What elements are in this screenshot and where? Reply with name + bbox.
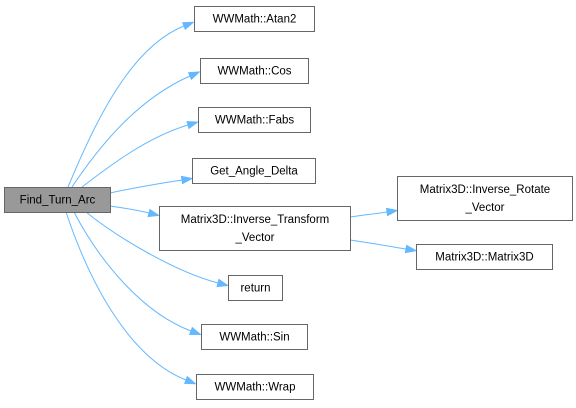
edge-arrowhead — [186, 121, 200, 130]
edge-line — [81, 124, 189, 188]
node-box — [159, 206, 351, 251]
edge-find-turn-arc-to-sin — [73, 211, 202, 336]
node-label: _Vector — [465, 202, 505, 214]
node-box — [194, 6, 315, 32]
node-matrix3d[interactable]: Matrix3D::Matrix3D — [416, 244, 553, 270]
node-box — [228, 275, 283, 301]
node-label: WWMath::Wrap — [215, 382, 296, 394]
node-box — [4, 187, 111, 213]
node-box — [198, 107, 311, 133]
edge-arrowhead — [385, 207, 399, 217]
node-sin[interactable]: WWMath::Sin — [201, 324, 308, 350]
edge-inverse-transform-vector-to-matrix3d — [349, 239, 418, 254]
node-box — [192, 158, 316, 184]
node-label: Matrix3D::Matrix3D — [435, 252, 533, 264]
node-wrap[interactable]: WWMath::Wrap — [196, 374, 314, 400]
edge-find-turn-arc-to-inverse-transform-vector — [109, 205, 161, 218]
node-label: WWMath::Cos — [217, 66, 291, 78]
node-label: Get_Angle_Delta — [210, 166, 298, 178]
edge-arrowhead — [404, 244, 418, 254]
edge-line — [67, 25, 185, 188]
node-label: Matrix3D::Inverse_Transform — [181, 214, 329, 226]
edge-find-turn-arc-to-fabs — [81, 121, 200, 188]
edge-arrowhead — [147, 208, 161, 218]
node-return[interactable]: return — [228, 275, 283, 301]
edge-line — [73, 211, 192, 332]
node-box — [196, 374, 314, 400]
edge-find-turn-arc-to-cos — [71, 71, 201, 188]
call-graph-nodes: Find_Turn_Arc WWMath::Atan2WWMath::CosWWM… — [4, 6, 573, 400]
edge-arrowhead — [180, 175, 194, 185]
node-box — [200, 58, 309, 84]
edge-line — [85, 211, 219, 284]
edge-line — [349, 211, 388, 218]
node-fabs[interactable]: WWMath::Fabs — [198, 107, 311, 133]
node-box — [416, 244, 553, 270]
edge-arrowhead — [181, 21, 195, 31]
node-label: Matrix3D::Inverse_Rotate — [420, 184, 550, 196]
edge-line — [349, 239, 407, 250]
node-label: WWMath::Fabs — [215, 115, 294, 127]
node-atan2[interactable]: WWMath::Atan2 — [194, 6, 315, 32]
node-get-angle-delta[interactable]: Get_Angle_Delta — [192, 158, 316, 184]
node-label: WWMath::Atan2 — [213, 14, 297, 26]
edge-find-turn-arc-to-atan2 — [67, 21, 195, 188]
edge-line — [65, 211, 187, 381]
edge-find-turn-arc-to-get-angle-delta — [109, 175, 194, 194]
edge-line — [71, 75, 191, 188]
node-box — [201, 324, 308, 350]
node-cos[interactable]: WWMath::Cos — [200, 58, 309, 84]
edge-arrowhead — [183, 375, 197, 385]
edge-arrowhead — [187, 71, 201, 81]
node-label: Find_Turn_Arc — [20, 195, 96, 207]
node-box — [397, 176, 573, 221]
edge-arrowhead — [216, 278, 230, 288]
node-label: WWMath::Sin — [219, 332, 289, 344]
edge-arrowhead — [188, 326, 202, 336]
node-inverse-rotate-vector[interactable]: Matrix3D::Inverse_Rotate_Vector — [397, 176, 573, 221]
node-label: return — [240, 283, 270, 295]
edge-find-turn-arc-to-return — [85, 211, 230, 288]
node-inverse-transform-vector[interactable]: Matrix3D::Inverse_Transform_Vector — [159, 206, 351, 251]
edge-line — [109, 205, 150, 214]
node-label: _Vector — [235, 232, 275, 244]
edge-find-turn-arc-to-wrap — [65, 211, 197, 385]
node-find-turn-arc[interactable]: Find_Turn_Arc — [4, 187, 111, 213]
call-graph-edges — [65, 21, 418, 385]
edge-line — [109, 179, 183, 194]
edge-inverse-transform-vector-to-inverse-rotate-vector — [349, 207, 399, 218]
